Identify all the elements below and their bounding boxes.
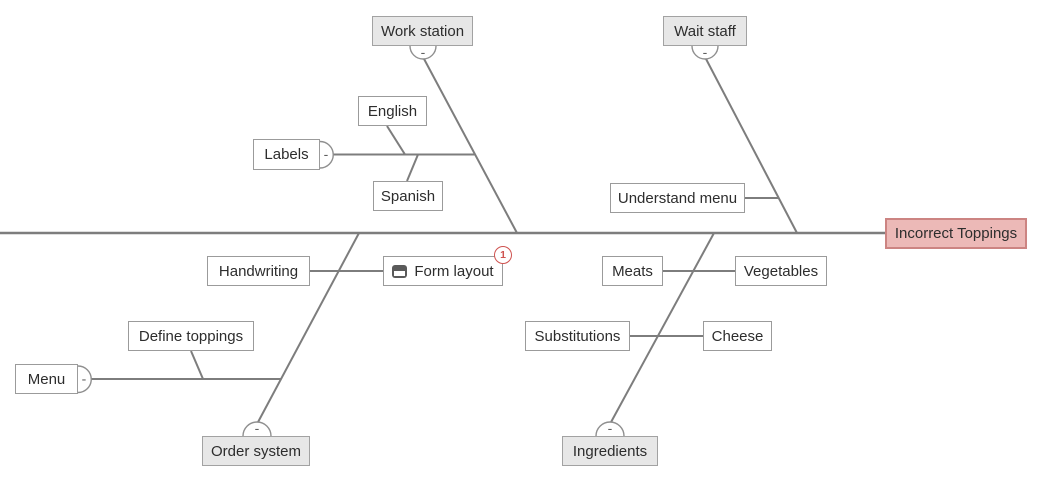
cause-box-define-toppings[interactable]: Define toppings <box>128 321 254 351</box>
cause-label: Form layout <box>414 262 494 280</box>
cause-box-english[interactable]: English <box>358 96 427 126</box>
category-box-work-station[interactable]: Work station <box>372 16 473 46</box>
cause-box-meats[interactable]: Meats <box>602 256 663 286</box>
comment-icon <box>392 264 408 278</box>
cause-label: Cheese <box>711 327 764 345</box>
cause-label: English <box>367 102 418 120</box>
category-label: Wait staff <box>674 22 736 40</box>
cause-label: Vegetables <box>743 262 819 280</box>
svg-text:-: - <box>421 44 426 60</box>
connector-spanish <box>406 154 419 182</box>
category-box-wait-staff[interactable]: Wait staff <box>663 16 747 46</box>
connector-english <box>386 125 406 156</box>
cause-box-vegetables[interactable]: Vegetables <box>735 256 827 286</box>
cause-label: Substitutions <box>534 327 621 345</box>
svg-text:-: - <box>703 44 708 60</box>
category-box-ingredients[interactable]: Ingredients <box>562 436 658 466</box>
bone-work-station <box>422 56 518 234</box>
cause-label: Spanish <box>380 187 436 205</box>
category-label: Ingredients <box>572 442 648 460</box>
category-label: Order system <box>210 442 301 460</box>
cause-label: Understand menu <box>617 189 738 207</box>
cause-label: Meats <box>612 262 653 280</box>
cause-label: Menu <box>27 370 66 388</box>
collapse-button-labels[interactable]: - <box>319 140 334 169</box>
effect-box[interactable]: Incorrect Toppings <box>885 218 1027 249</box>
cause-label: Handwriting <box>218 262 299 280</box>
cause-box-handwriting[interactable]: Handwriting <box>207 256 310 286</box>
svg-text:-: - <box>324 146 329 162</box>
cause-box-substitutions[interactable]: Substitutions <box>525 321 630 351</box>
svg-text:-: - <box>608 420 613 436</box>
collapse-button-menu[interactable]: - <box>77 365 92 394</box>
cause-label: Labels <box>264 146 309 163</box>
cause-box-menu[interactable]: Menu <box>15 364 78 394</box>
svg-text:-: - <box>82 371 87 387</box>
effect-label: Incorrect Toppings <box>894 225 1018 242</box>
bone-order-system <box>256 232 360 425</box>
bone-ingredients <box>609 232 715 425</box>
bone-wait-staff <box>704 56 798 234</box>
cause-box-understand-menu[interactable]: Understand menu <box>610 183 745 213</box>
cause-box-cheese[interactable]: Cheese <box>703 321 772 351</box>
category-box-order-system[interactable]: Order system <box>202 436 310 466</box>
svg-text:-: - <box>255 420 260 436</box>
cause-box-labels[interactable]: Labels <box>253 139 320 170</box>
cause-box-form-layout[interactable]: Form layout <box>383 256 503 286</box>
cause-label: Define toppings <box>138 327 244 345</box>
connector-define-toppings <box>190 350 204 380</box>
issue-badge[interactable]: 1 <box>494 246 512 264</box>
cause-box-spanish[interactable]: Spanish <box>373 181 443 211</box>
category-label: Work station <box>380 22 465 40</box>
